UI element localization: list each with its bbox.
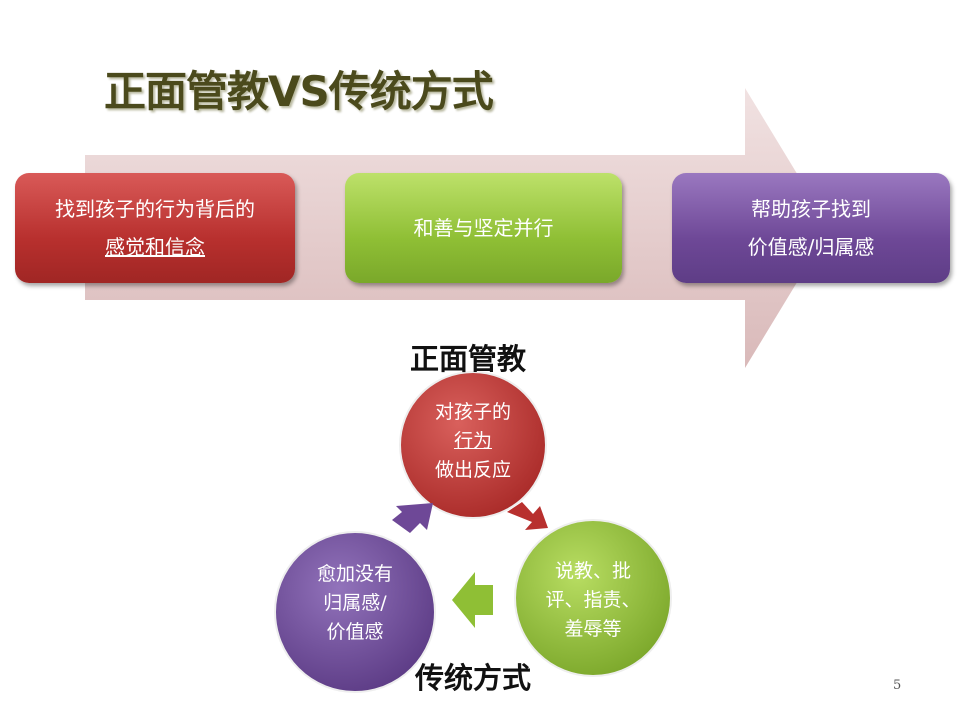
arrow-red-icon — [507, 502, 548, 530]
cycle-text: 做出反应 — [434, 459, 511, 481]
circle-belonging — [274, 531, 436, 693]
cycle-text: 说教、批 — [554, 560, 631, 582]
circle-belonging-text: 愈加没有归属感/价值感 — [275, 560, 435, 647]
arrow-green-icon — [452, 572, 493, 628]
step-significance: 帮助孩子找到价值感/归属感 — [672, 173, 950, 283]
step-text: 价值感/归属感 — [747, 235, 875, 259]
page-title: 正面管教VS传统方式 — [104, 67, 494, 116]
step-text: 和善与坚定并行 — [413, 216, 554, 240]
step-text: 感觉和信念 — [105, 235, 205, 259]
circle-lecture-text: 说教、批评、指责、羞辱等 — [515, 557, 671, 644]
circle-lecture — [514, 519, 672, 677]
cycle-text: 评、指责、 — [545, 589, 641, 611]
traditional-label: 传统方式 — [415, 661, 532, 695]
step-feelings-beliefs: 找到孩子的行为背后的感觉和信念 — [15, 173, 295, 283]
step-text: 找到孩子的行为背后的 — [55, 197, 255, 221]
cycle-text: 归属感/ — [323, 592, 387, 614]
cycle-text: 对孩子的 — [434, 401, 511, 423]
cycle-text: 行为 — [453, 430, 492, 452]
arrow-purple-icon — [392, 503, 433, 533]
cycle-text: 愈加没有 — [316, 563, 393, 585]
circle-react-text: 对孩子的行为做出反应 — [400, 398, 546, 485]
step-kind-firm: 和善与坚定并行 — [345, 173, 622, 283]
step-text: 帮助孩子找到 — [751, 197, 871, 221]
circle-react — [399, 371, 547, 519]
positive-label: 正面管教 — [410, 342, 527, 376]
page-number: 5 — [893, 678, 902, 693]
cycle-text: 羞辱等 — [564, 618, 622, 640]
cycle-text: 价值感 — [326, 621, 384, 643]
